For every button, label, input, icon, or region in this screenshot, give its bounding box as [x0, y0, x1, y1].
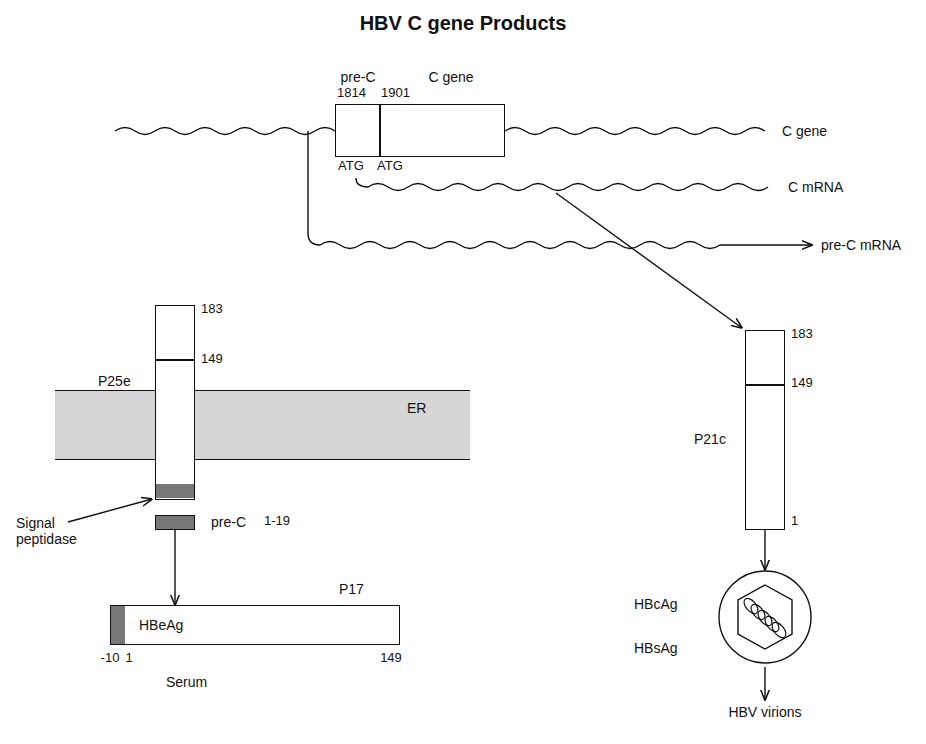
c-mrna-wave — [356, 178, 768, 191]
diagram-label: C gene — [782, 123, 827, 139]
node-text: P17 — [339, 581, 364, 597]
protein-bar: P25e183149 — [155, 305, 195, 500]
gene-wave — [115, 128, 335, 135]
process-arrow — [174, 530, 175, 605]
node-text: ER — [407, 400, 426, 416]
node-text: 183 — [791, 327, 813, 342]
node-text: HBeAg — [139, 617, 183, 633]
leader-arrow — [68, 499, 152, 522]
process-arrow — [764, 530, 765, 570]
box-divider — [746, 384, 784, 386]
node-text: 1-19 — [264, 514, 290, 529]
translation-arrow — [556, 193, 742, 328]
signal-segment — [156, 484, 194, 498]
diagram-label: Signal peptidase — [16, 515, 92, 547]
precore-segment — [111, 606, 125, 644]
genome-coil — [741, 596, 788, 640]
protein-bar: P21c1831491 — [745, 330, 785, 530]
diagram-title: HBV C gene Products — [0, 12, 926, 35]
node-text: 149 — [791, 376, 813, 391]
virion-circle: HBcAgHBsAg — [718, 570, 812, 664]
node-text: HBsAg — [634, 640, 678, 656]
box-divider — [379, 105, 381, 156]
diagram-label: Serum — [166, 674, 207, 690]
node-text: P21c — [694, 431, 726, 447]
circle-outline — [719, 571, 811, 663]
diagram-label: pre-C mRNA — [821, 237, 901, 253]
node-text: C gene — [428, 69, 473, 85]
diagram-label: C mRNA — [788, 179, 843, 195]
node-text: HBcAg — [634, 596, 678, 612]
diagram-label: ATG — [338, 159, 364, 174]
protein-bar: HBeAgP17 — [110, 605, 400, 645]
circle-outline — [718, 570, 812, 664]
gene-box: pre-CC gene — [335, 104, 505, 157]
diagram-label: 1814 — [337, 86, 366, 101]
box-divider — [156, 359, 194, 361]
diagram-label: -10 — [101, 651, 120, 666]
er-membrane: ER — [55, 390, 470, 460]
diagram-label: 1 — [125, 651, 132, 666]
node-text: pre-C — [340, 69, 375, 85]
diagram-label: 149 — [380, 651, 402, 666]
gene-wave — [505, 128, 765, 135]
node-text: pre-C — [211, 514, 246, 530]
diagram-label: 1901 — [381, 86, 410, 101]
node-text: 149 — [201, 352, 223, 367]
node-text: 183 — [201, 302, 223, 317]
capsid-hexagon — [738, 585, 792, 649]
diagram-label: HBV virions — [728, 704, 801, 720]
node-text: 1 — [791, 514, 798, 529]
diagram-label: ATG — [377, 159, 403, 174]
node-text: P25e — [98, 373, 131, 389]
signal-peptide: pre-C1-19 — [155, 515, 195, 530]
release-arrow — [764, 667, 765, 700]
